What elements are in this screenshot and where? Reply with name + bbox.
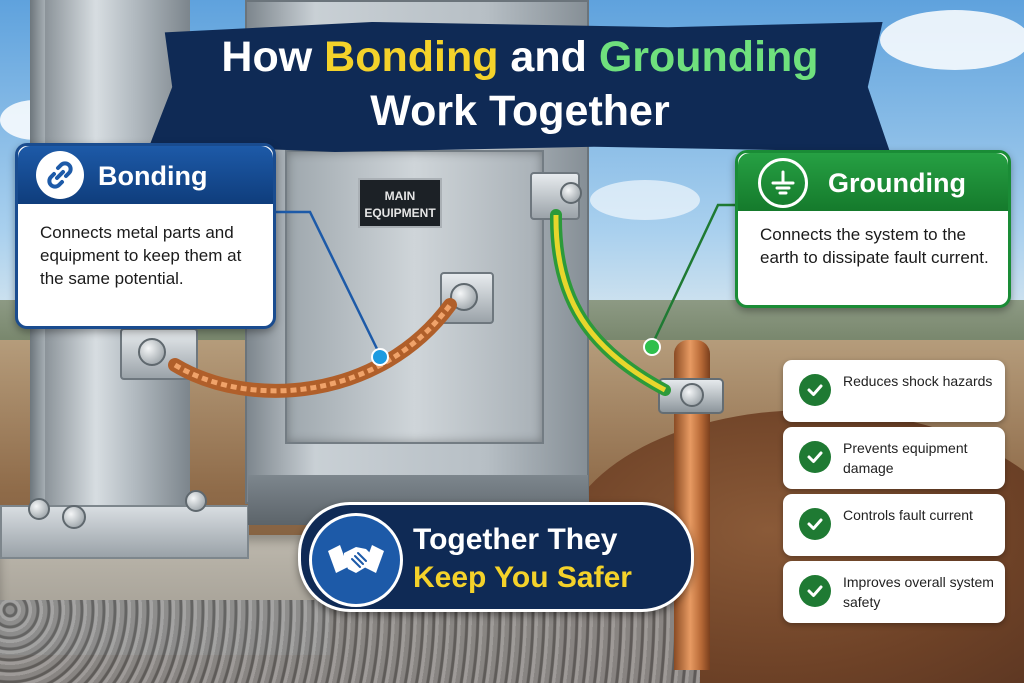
bonding-card: Bonding Connects metal parts and equipme… — [15, 143, 276, 329]
together-line-2: Keep You Safer — [413, 561, 632, 594]
title-line-1: How Bonding and Grounding — [150, 30, 890, 84]
benefit-text: Controls fault current — [843, 507, 973, 523]
together-line-1: Together They — [413, 523, 618, 556]
page-title: How Bonding and Grounding Work Together — [150, 30, 890, 138]
clamp-bolt — [680, 383, 704, 407]
benefit-text: Reduces shock hazards — [843, 373, 993, 389]
gravel — [0, 600, 700, 683]
together-badge: Together They Keep You Safer — [298, 502, 694, 612]
anchor-bolt — [28, 498, 50, 520]
chain-link-icon — [36, 151, 84, 199]
lug-bolt — [138, 338, 166, 366]
grounding-heading: Grounding — [828, 168, 966, 198]
bonding-callout-leader — [270, 210, 382, 356]
title-text: How — [221, 33, 325, 81]
grounding-description: Connects the system to the earth to diss… — [760, 225, 989, 267]
cloud — [880, 10, 1024, 70]
benefit-item: Reduces shock hazards — [783, 360, 1005, 422]
base-plate — [0, 505, 249, 559]
bonding-description: Connects metal parts and equipment to ke… — [40, 223, 242, 288]
label-line-1: MAIN — [384, 189, 416, 203]
lug-bolt — [560, 182, 582, 204]
cloud — [590, 180, 700, 220]
bonding-card-header: Bonding — [18, 146, 273, 204]
benefit-text: Improves overall system safety — [843, 574, 994, 610]
title-text: and — [498, 33, 599, 81]
title-highlight-grounding: Grounding — [598, 33, 819, 81]
copper-bonding-jumper-highlight — [173, 303, 453, 394]
bonding-callout-dot — [371, 348, 389, 366]
check-icon — [799, 441, 831, 473]
check-icon — [799, 374, 831, 406]
grounding-callout-leader — [650, 203, 736, 346]
handshake-icon — [309, 513, 403, 607]
grounding-card: Grounding Connects the system to the ear… — [735, 150, 1011, 308]
anchor-bolt — [62, 505, 86, 529]
anchor-bolt — [185, 490, 207, 512]
bonding-heading: Bonding — [98, 161, 208, 191]
title-banner — [150, 22, 890, 152]
title-highlight-bonding: Bonding — [324, 33, 499, 81]
check-icon — [799, 575, 831, 607]
grounding-callout-dot — [643, 338, 661, 356]
benefit-item: Prevents equipment damage — [783, 427, 1005, 489]
benefit-item: Improves overall system safety — [783, 561, 1005, 623]
benefit-text: Prevents equipment damage — [843, 440, 968, 476]
grounding-card-header: Grounding — [738, 153, 1008, 211]
ground-symbol-icon — [758, 158, 808, 208]
label-line-2: EQUIPMENT — [364, 206, 436, 220]
main-equipment-label: MAIN EQUIPMENT — [358, 178, 442, 228]
title-line-2: Work Together — [370, 87, 670, 135]
green-yellow-ground-wire-stripe — [553, 214, 667, 393]
benefit-item: Controls fault current — [783, 494, 1005, 556]
check-icon — [799, 508, 831, 540]
